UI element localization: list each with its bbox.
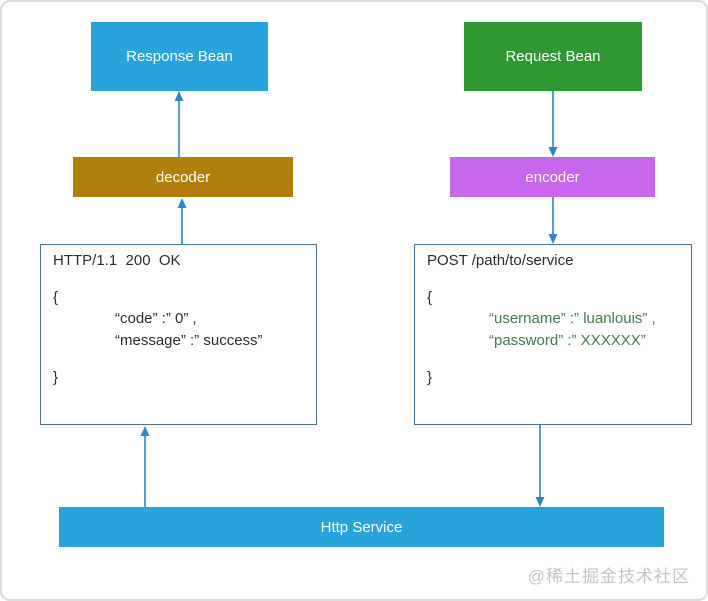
node-http-request-box: POST /path/to/service { “username” :” lu…	[414, 244, 692, 425]
node-encoder: encoder	[450, 157, 655, 197]
request-bean-label: Request Bean	[505, 48, 601, 65]
http-service-label: Http Service	[320, 518, 403, 536]
arrow-decoder-to-response-bean	[174, 91, 184, 157]
encoder-label: encoder	[525, 168, 580, 186]
response-json-code-line: “code” :” 0” ,	[115, 310, 197, 327]
response-json-message-line: “message” :” success”	[115, 332, 263, 349]
request-json-close-brace: }	[427, 369, 433, 386]
http-response-status-line: HTTP/1.1 200 OK	[53, 252, 181, 269]
request-json-password-line: “password” :” XXXXXX”	[489, 332, 646, 349]
request-json-open-brace: {	[427, 289, 433, 306]
watermark-text: @稀土掘金技术社区	[527, 567, 690, 586]
response-bean-label: Response Bean	[126, 48, 233, 65]
http-request-line: POST /path/to/service	[427, 252, 574, 269]
arrow-http-service-to-response-box	[140, 426, 150, 507]
response-json-close-brace: }	[53, 369, 59, 386]
node-http-service: Http Service	[59, 507, 664, 547]
response-json-open-brace: {	[53, 289, 59, 306]
node-request-bean: Request Bean	[464, 22, 642, 91]
decoder-label: decoder	[155, 168, 211, 186]
node-decoder: decoder	[73, 157, 293, 197]
request-json-username-line: “username” :” luanlouis” ,	[489, 310, 656, 327]
arrow-request-box-to-http-service	[535, 425, 545, 507]
node-http-response-box: HTTP/1.1 200 OK { “code” :” 0” , “messag…	[40, 244, 317, 425]
arrow-response-box-to-decoder	[177, 198, 187, 244]
node-response-bean: Response Bean	[91, 22, 268, 91]
arrow-encoder-to-request-box	[548, 197, 558, 244]
arrow-request-bean-to-encoder	[548, 91, 558, 157]
